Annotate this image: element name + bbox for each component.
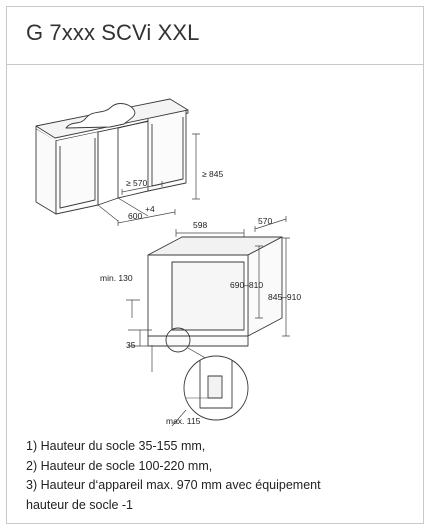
label-total-height: 845–910 bbox=[268, 292, 301, 302]
label-niche-tolerance: +4 bbox=[145, 204, 155, 214]
model-title: G 7xxx SCVi XXL bbox=[26, 20, 200, 45]
footnote-3-continued: hauteur de socle -1 bbox=[26, 497, 134, 512]
label-max-115: max. 115 bbox=[166, 416, 201, 426]
footnotes: 1) Hauteur du socle 35-155 mm, 2) Hauteu… bbox=[26, 437, 416, 515]
label-min-height: ≥ 845 bbox=[202, 169, 223, 179]
label-appliance-depth: 570 bbox=[258, 216, 272, 226]
niche-dimension-lines bbox=[117, 133, 200, 226]
max-115-dimension bbox=[171, 409, 187, 427]
footnote-3: 3) Hauteur d‘appareil max. 970 mm avec é… bbox=[26, 478, 321, 493]
footnote-2: 2) Hauteur de socle 100-220 mm, bbox=[26, 458, 213, 473]
label-niche-width: 600 bbox=[128, 211, 142, 221]
label-min-width: ≥ 570 bbox=[126, 178, 147, 188]
label-appliance-width: 598 bbox=[193, 220, 207, 230]
kitchen-niche-drawing bbox=[35, 98, 189, 222]
label-min-130: min. 130 bbox=[100, 273, 133, 283]
title-separator bbox=[6, 64, 424, 65]
appliance-dimension-lines bbox=[126, 216, 290, 372]
label-plinth-35: 35 bbox=[126, 340, 136, 350]
label-appliance-height: 690–810 bbox=[230, 280, 263, 290]
detail-magnifier bbox=[165, 327, 249, 421]
footnote-1: 1) Hauteur du socle 35-155 mm, bbox=[26, 439, 206, 453]
dishwasher-drawing bbox=[147, 236, 283, 347]
